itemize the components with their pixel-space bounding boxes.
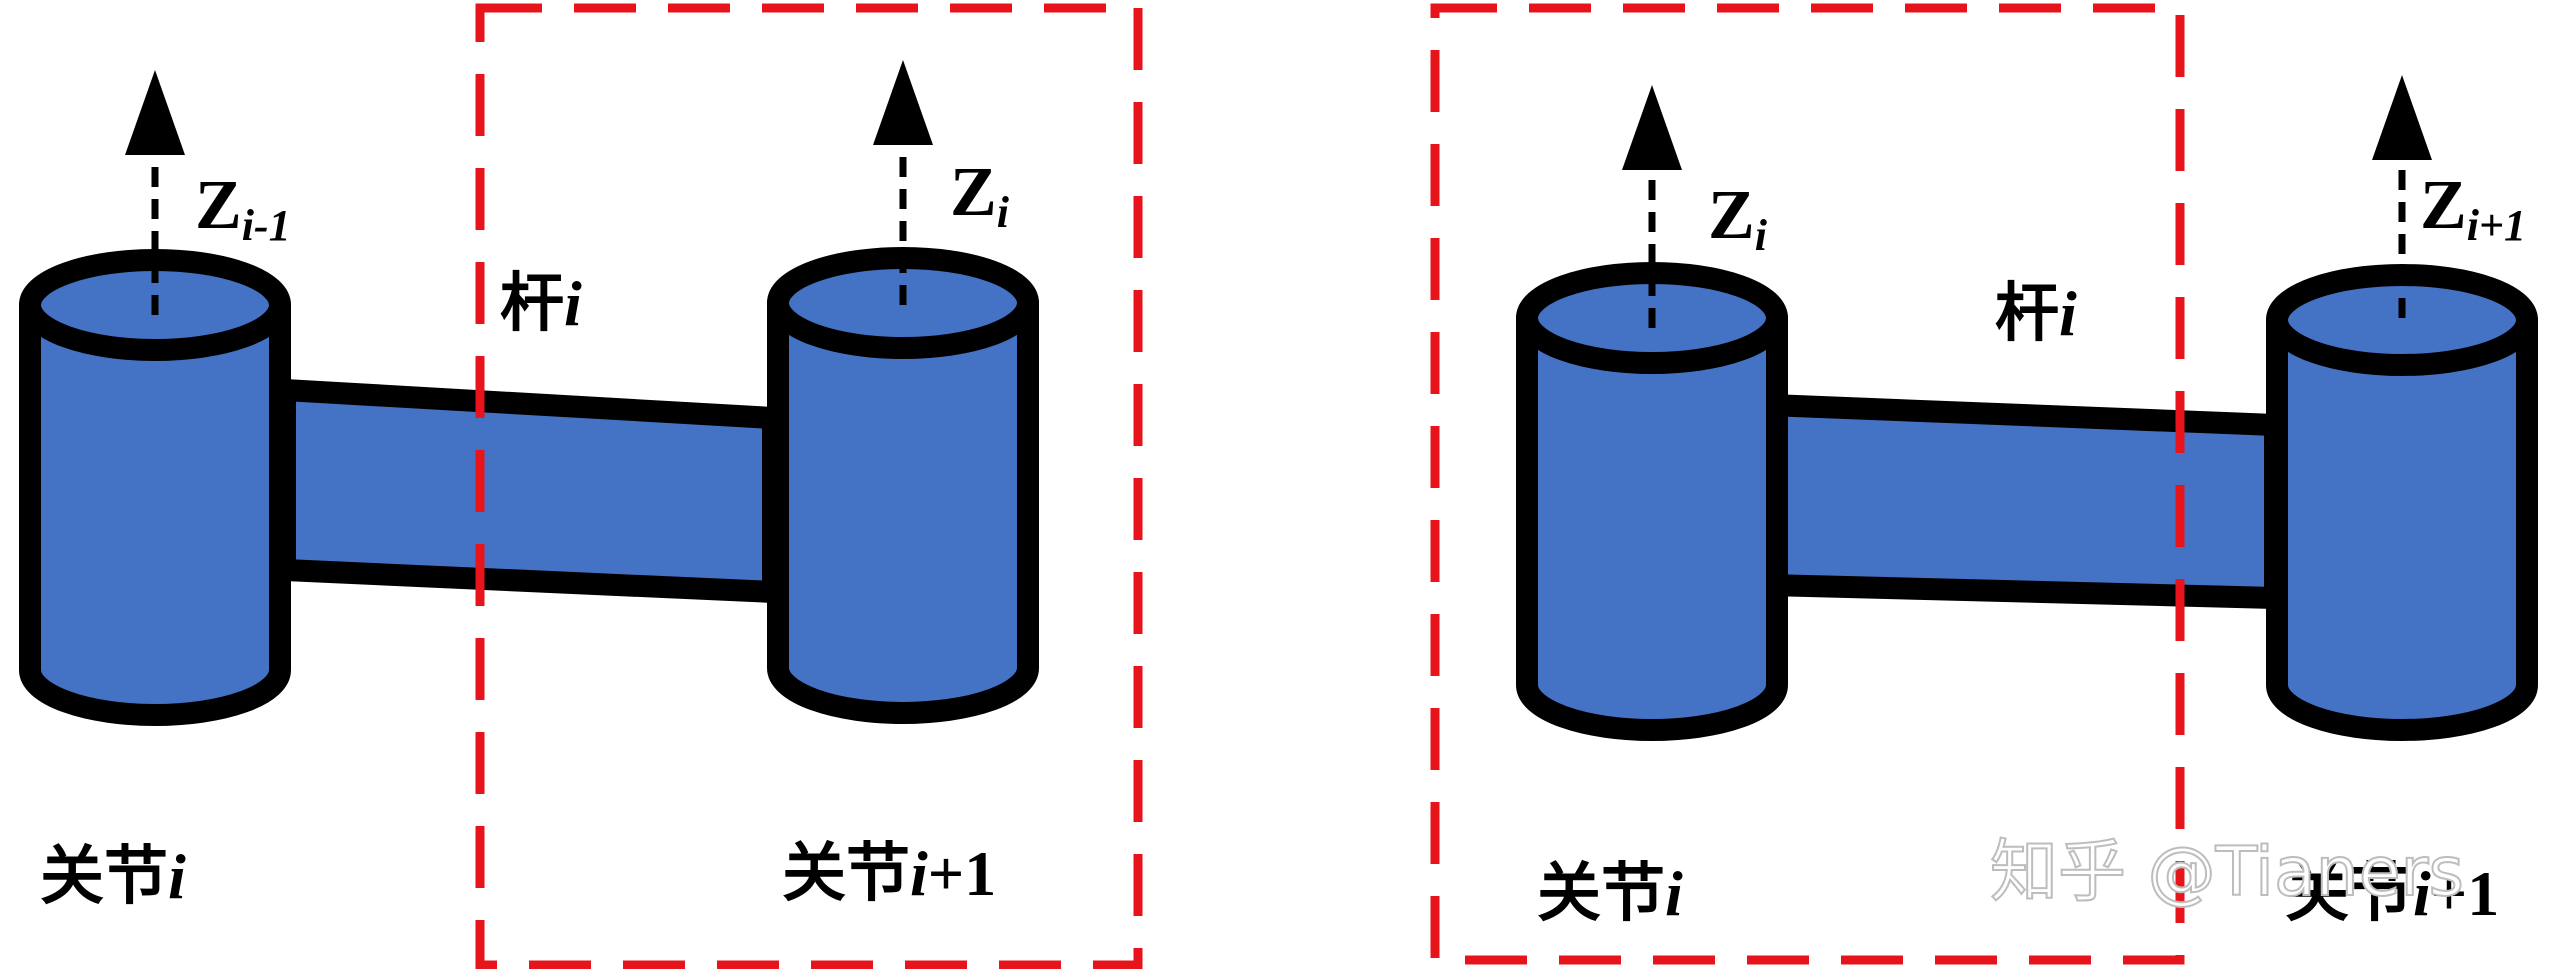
- joint-cylinder: [19, 249, 291, 726]
- axis-label: Zi+1: [2420, 167, 2526, 250]
- axis-arrow: [1622, 85, 1682, 328]
- axis-label: Zi-1: [195, 167, 291, 250]
- axis-arrow: [125, 70, 185, 315]
- joint-label: 关节i: [1537, 857, 1683, 931]
- axis-arrow: [2372, 75, 2432, 318]
- left-diagram: Zi-1 Zi 杆i 关节i 关节i+1: [19, 3, 1143, 969]
- link-bar: [274, 379, 784, 603]
- watermark-text: 知乎 @Tianers: [1990, 833, 2464, 912]
- joint-label: 关节i: [40, 840, 186, 914]
- dashed-frame: [1430, 3, 2185, 965]
- link-bar: [1759, 394, 2286, 609]
- axis-label: Zi: [1708, 177, 1768, 260]
- joint-label: 关节i+1: [782, 837, 996, 911]
- joint-cylinder: [2266, 264, 2538, 741]
- axis-label: Zi: [950, 154, 1010, 237]
- link-label: 杆i: [500, 267, 582, 341]
- joint-cylinder: [767, 247, 1039, 724]
- link-label: 杆i: [1995, 277, 2077, 351]
- joint-label: 关节i+1: [2285, 857, 2499, 931]
- right-diagram: Zi Zi+1 杆i 关节i 关节i+1: [1430, 3, 2538, 965]
- axis-arrow: [873, 60, 933, 305]
- joint-cylinder: [1516, 262, 1788, 741]
- dashed-frame: [475, 3, 1143, 969]
